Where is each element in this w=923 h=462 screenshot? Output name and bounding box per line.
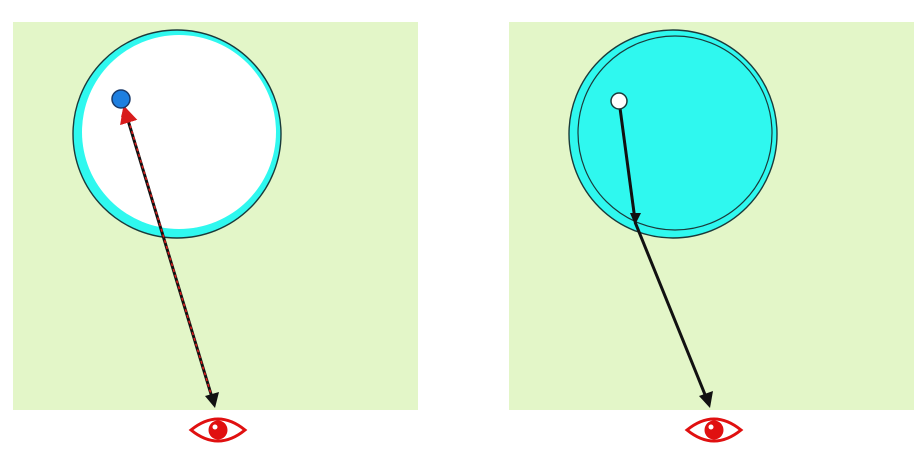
eye-icon [684, 417, 744, 443]
eye-icon [188, 417, 248, 443]
left-ray-head-bottom [205, 392, 219, 408]
right-scene [509, 22, 914, 410]
left-ray-dash [125, 111, 215, 405]
right-ray-upper [618, 107, 637, 221]
right-ray-head-bottom [699, 391, 713, 408]
left-scene [13, 22, 418, 410]
left-point [111, 89, 131, 109]
left-inner-disk [82, 35, 276, 229]
left-ray-head-top [121, 106, 131, 117]
right-point [610, 92, 628, 110]
right-inner-ring [577, 35, 773, 231]
right-ray-lower [633, 221, 710, 403]
right-ray-mid-head [630, 213, 641, 225]
